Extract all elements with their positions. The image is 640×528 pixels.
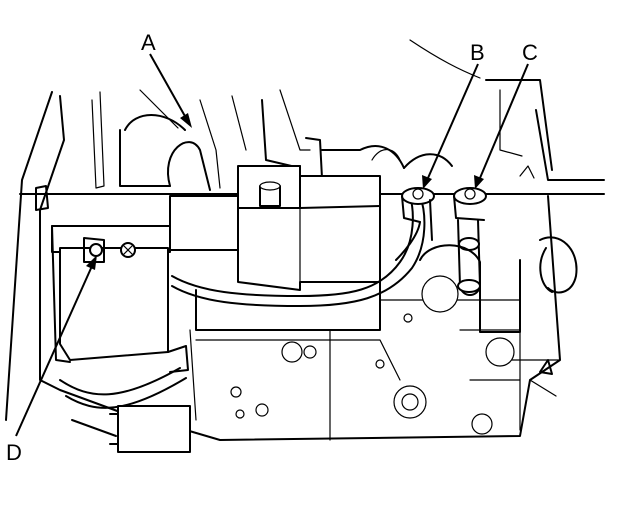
valve-body — [39, 195, 561, 441]
right-components — [419, 236, 578, 333]
callout-label-b: B — [470, 40, 485, 65]
harness-connector — [51, 225, 191, 453]
arrowhead-c — [474, 175, 484, 189]
upper-housing — [5, 39, 605, 421]
arrowhead-b — [422, 175, 432, 189]
leader-line-c — [479, 63, 529, 179]
leader-line-a — [149, 53, 187, 119]
callout-label-a: A — [141, 30, 156, 55]
solenoid-pipe — [171, 195, 426, 307]
callout-label-d: D — [6, 440, 22, 465]
leader-line-d — [15, 265, 93, 437]
callout-label-c: C — [522, 40, 538, 65]
callout-d: D — [6, 255, 97, 465]
arrowhead-a — [180, 113, 192, 128]
solenoid-assembly — [169, 165, 381, 331]
callout-a: A — [141, 30, 192, 128]
callout-b: B — [422, 40, 485, 189]
leader-line-b — [427, 63, 479, 179]
arrowhead-d — [86, 255, 97, 270]
callout-c: C — [474, 40, 538, 189]
